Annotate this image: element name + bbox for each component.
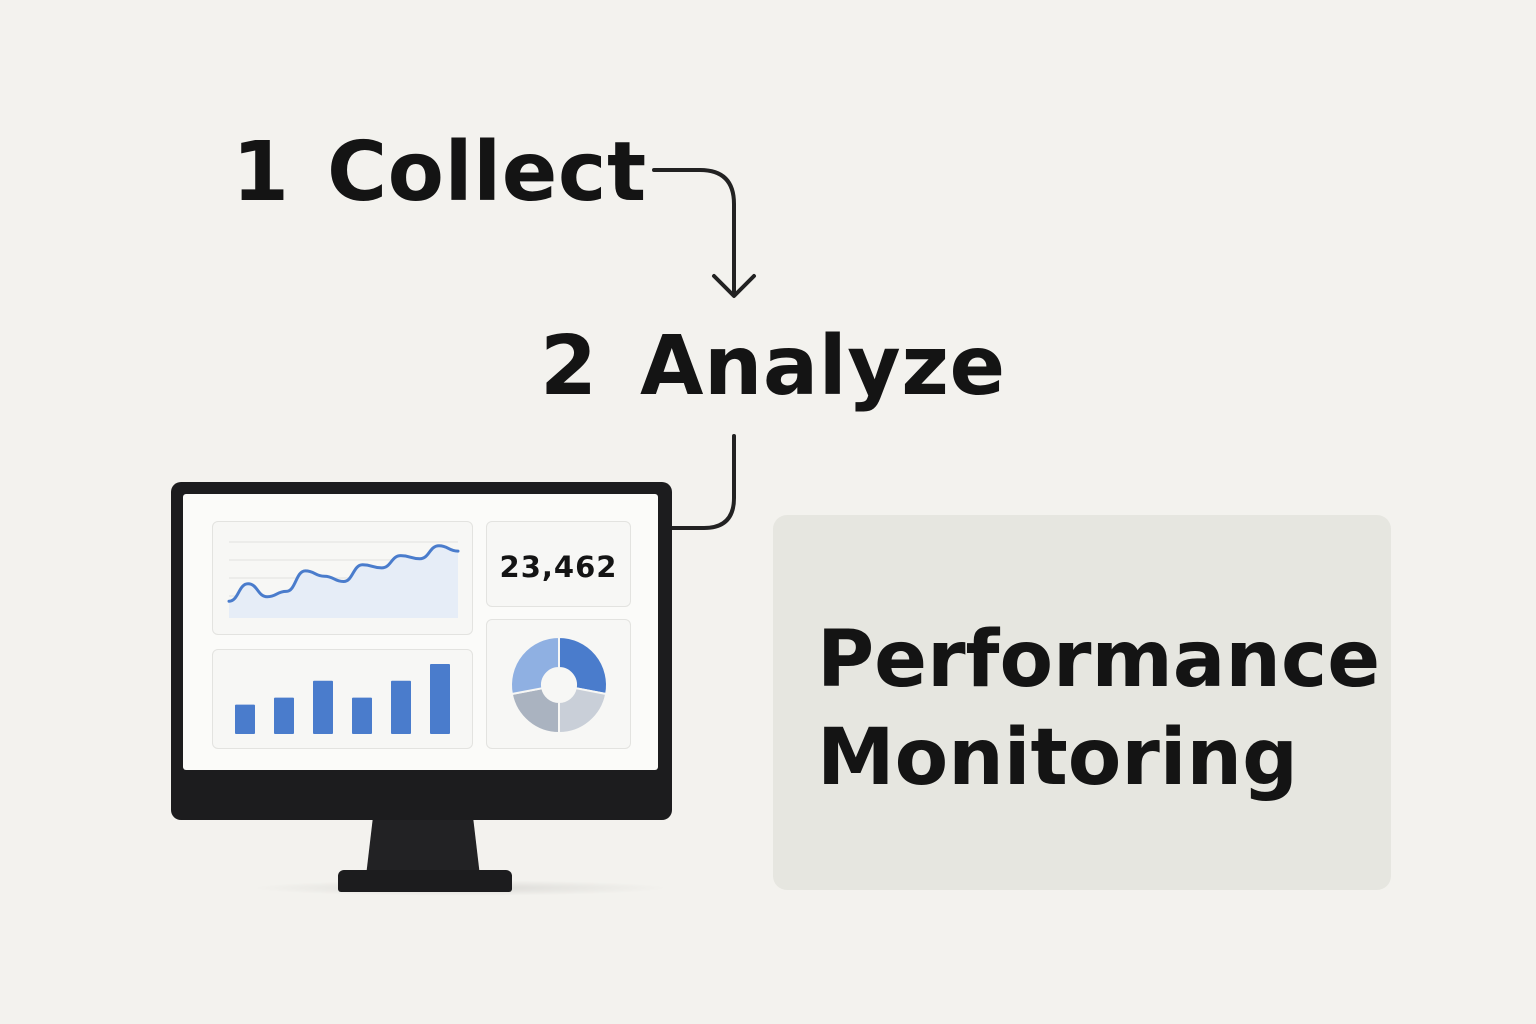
bar: [391, 680, 411, 734]
line-chart: [227, 541, 460, 618]
step-label: Analyze: [640, 319, 1006, 414]
line-chart-panel: [212, 521, 473, 635]
donut-chart-panel: [486, 619, 631, 749]
kpi-panel: 23,462: [486, 521, 631, 607]
title-line-1: Performance: [817, 615, 1381, 705]
step-label: Collect: [327, 125, 647, 220]
arrow-head: [712, 274, 756, 298]
donut-segment: [510, 635, 560, 696]
monitor-base: [338, 870, 512, 892]
arrow-collect-to-analyze: [652, 168, 736, 296]
donut-segment: [558, 635, 608, 696]
bar: [274, 697, 294, 734]
monitor: 23,462: [171, 482, 672, 820]
donut-segment: [510, 687, 560, 735]
kpi-value: 23,462: [499, 550, 618, 584]
bar: [235, 704, 255, 734]
monitor-stand: [366, 818, 480, 876]
line-series: [227, 544, 460, 603]
title-line-2: Monitoring: [817, 713, 1298, 803]
step-number: 1: [232, 125, 290, 220]
connector-analyze-to-dashboard: [670, 434, 736, 530]
bar: [313, 680, 333, 734]
donut-chart: [510, 635, 608, 735]
title-card: Performance Monitoring: [773, 515, 1391, 890]
bar-chart-panel: [212, 649, 473, 749]
dashboard-screen: 23,462: [183, 494, 658, 770]
step-number: 2: [540, 319, 598, 414]
donut-segment: [558, 687, 608, 735]
title-text: Performance Monitoring: [817, 611, 1380, 807]
bar: [352, 697, 372, 734]
bar-chart: [235, 664, 450, 734]
bar: [430, 664, 450, 734]
